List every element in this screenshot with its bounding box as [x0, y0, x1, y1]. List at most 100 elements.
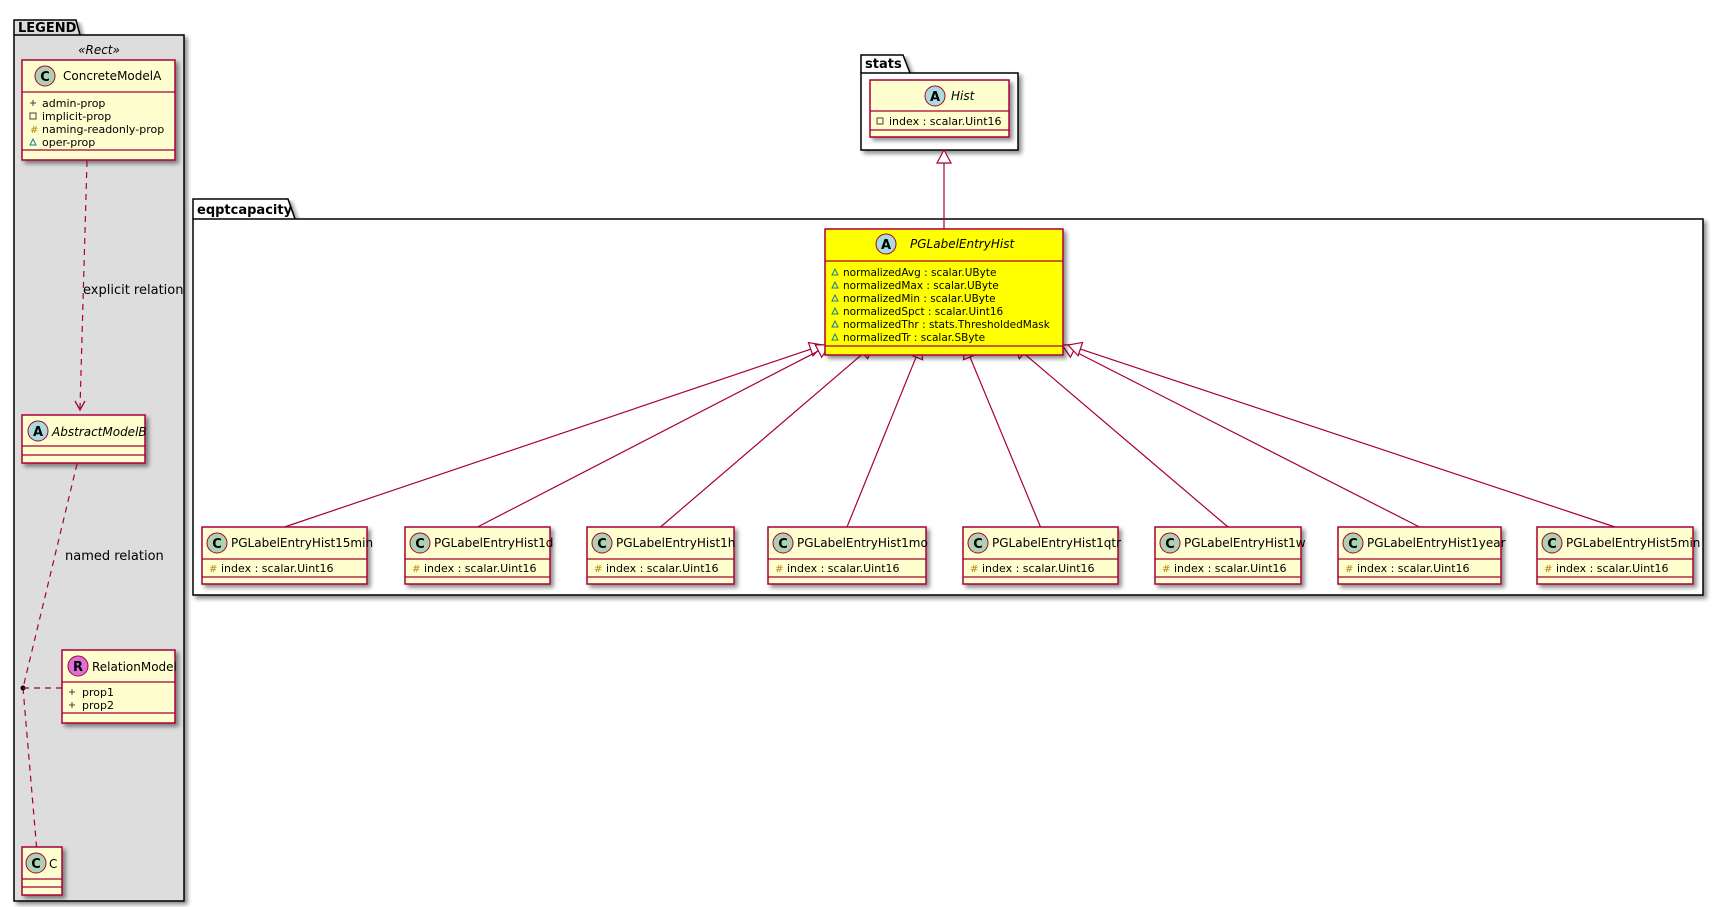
stereotype-letter: A — [930, 90, 940, 105]
property-normalizedTr: normalizedTr : scalar.SByte — [843, 332, 985, 344]
inheritance-line — [1073, 350, 1420, 528]
visibility-protected-icon: # — [1345, 564, 1353, 575]
legend-title: LEGEND — [18, 21, 77, 36]
class-name: AbstractModelB — [51, 425, 147, 439]
property-prop2: prop2 — [82, 699, 114, 712]
relation-model-class[interactable]: R RelationModel prop1 prop2 — [61, 649, 177, 724]
class-name: PGLabelEntryHist15min — [231, 536, 373, 550]
class-name: PGLabelEntryHist1w — [1184, 536, 1306, 550]
stereotype-letter: C — [778, 537, 788, 552]
class-circle-icon — [967, 532, 989, 554]
property-normalizedAvg: normalizedAvg : scalar.UByte — [843, 267, 996, 279]
abstract-circle-icon — [924, 85, 946, 107]
class-name: ConcreteModelA — [63, 69, 162, 83]
stereotype-letter: A — [881, 238, 891, 253]
visibility-protected-icon: # — [30, 125, 38, 136]
visibility-package-icon — [831, 267, 839, 276]
abstract-circle-icon — [27, 420, 49, 442]
property-list: normalizedAvg : scalar.UBytenormalizedMa… — [831, 267, 1051, 344]
visibility-protected-icon: # — [594, 564, 602, 575]
visibility-package-icon — [831, 319, 839, 328]
property-normalizedMax: normalizedMax : scalar.UByte — [843, 280, 999, 292]
stats-package-title: stats — [865, 57, 902, 72]
property-index: index : scalar.Uint16 — [787, 562, 900, 575]
subclass-list: C PGLabelEntryHist15min # index : scalar.Ui… — [201, 526, 1700, 585]
c-class[interactable]: C C — [21, 846, 63, 896]
pglabelentryhist-class[interactable]: A PGLabelEntryHist normalizedAvg : scala… — [824, 228, 1064, 356]
abstract-model-class[interactable]: A AbstractModelB — [21, 414, 147, 464]
property-normalizedMin: normalizedMin : scalar.UByte — [843, 293, 996, 305]
stereotype-letter: C — [1547, 537, 1557, 552]
property-naming-readonly-prop: naming-readonly-prop — [42, 123, 164, 136]
class-name: C — [49, 857, 57, 871]
inheritance-line — [1023, 352, 1229, 528]
class-name: PGLabelEntryHist1d — [434, 536, 553, 550]
inheritance-arrowhead — [1066, 341, 1084, 357]
inheritance-arrow-hist — [935, 148, 953, 229]
stereotype-letter: R — [73, 660, 83, 675]
property-prop1: prop1 — [82, 686, 114, 699]
class-pglabelentryhist1h[interactable]: C PGLabelEntryHist1h # index : scalar.Uint1… — [586, 526, 735, 585]
class-circle-icon — [772, 532, 794, 554]
class-circle-icon — [206, 532, 228, 554]
relation-circle-icon — [67, 655, 89, 677]
stereotype-letter: C — [1348, 537, 1358, 552]
abstract-circle-icon — [875, 233, 897, 255]
stereotype-letter: C — [1165, 537, 1175, 552]
class-pglabelentryhist1year[interactable]: C PGLabelEntryHist1year # index : scalar.Ui… — [1337, 526, 1506, 585]
stereotype-letter: C — [212, 537, 222, 552]
class-name: RelationModel — [92, 660, 177, 674]
property-index: index : scalar.Uint16 — [1556, 562, 1669, 575]
visibility-private-icon — [29, 112, 37, 120]
property-oper-prop: oper-prop — [42, 136, 95, 149]
concrete-model-class[interactable]: C ConcreteModelA admin-prop implicit-pro… — [21, 59, 176, 161]
class-circle-icon — [591, 532, 613, 554]
hist-class[interactable]: A Hist index : scalar.Uint16 — [869, 79, 1010, 138]
inheritance-line — [477, 350, 819, 528]
inheritance-line — [660, 353, 864, 528]
inheritance-line — [969, 356, 1042, 528]
property-admin-prop: admin-prop — [42, 97, 105, 110]
class-circle-icon — [1541, 532, 1563, 554]
inheritance-line — [284, 348, 811, 528]
visibility-protected-icon: # — [209, 564, 217, 575]
property-index: index : scalar.Uint16 — [1174, 562, 1287, 575]
class-name: Hist — [951, 89, 976, 103]
class-circle-icon — [1159, 532, 1181, 554]
visibility-package-icon — [29, 137, 37, 146]
property-index: index : scalar.Uint16 — [606, 562, 719, 575]
visibility-private-icon — [876, 117, 884, 125]
visibility-protected-icon: # — [775, 564, 783, 575]
class-circle-icon — [409, 532, 431, 554]
legend-stereotype: «Rect» — [78, 43, 120, 57]
property-index: index : scalar.Uint16 — [1357, 562, 1470, 575]
class-name: PGLabelEntryHist5min — [1566, 536, 1700, 550]
stereotype-letter: C — [597, 537, 607, 552]
visibility-package-icon — [831, 280, 839, 289]
class-name: PGLabelEntryHist1qtr — [992, 536, 1121, 550]
class-circle-icon — [34, 65, 56, 87]
class-circle-icon — [25, 852, 47, 874]
stereotype-letter: C — [40, 70, 50, 85]
legend-package: LEGEND «Rect» — [13, 19, 185, 902]
property-index: index : scalar.Uint16 — [982, 562, 1095, 575]
explicit-relation-arrow — [74, 160, 88, 412]
inheritance-line — [1080, 348, 1616, 528]
visibility-package-icon — [831, 293, 839, 302]
property-implicit-prop: implicit-prop — [42, 110, 111, 123]
class-name: PGLabelEntryHist1h — [616, 536, 735, 550]
visibility-package-icon — [831, 332, 839, 341]
class-name: PGLabelEntryHist1year — [1367, 536, 1506, 550]
stereotype-letter: C — [973, 537, 983, 552]
visibility-package-icon — [831, 306, 839, 315]
property-index: index : scalar.Uint16 — [424, 562, 537, 575]
stereotype-letter: C — [31, 857, 41, 872]
explicit-relation-label: explicit relation — [83, 283, 183, 298]
